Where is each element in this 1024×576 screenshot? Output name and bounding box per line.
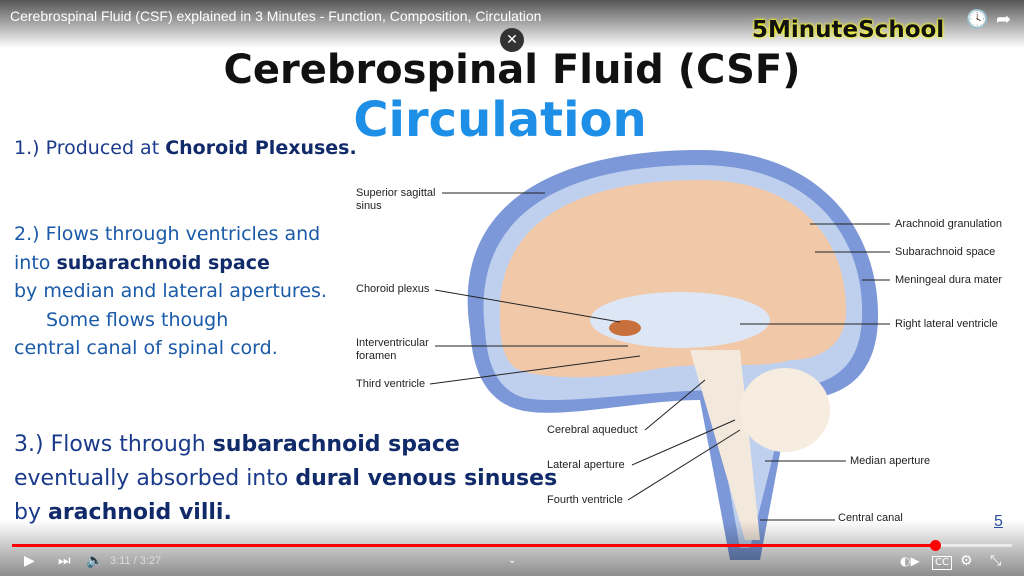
label-fourth-ventricle: Fourth ventricle: [547, 494, 623, 506]
exit-fullscreen-icon[interactable]: ⤡: [990, 553, 1002, 569]
progress-fill: [12, 544, 935, 547]
channel-logo: 5MinuteSchool: [752, 17, 945, 43]
label-arachnoid-granulation: Arachnoid granulation: [895, 218, 1003, 230]
controls-overlay: [0, 520, 1024, 576]
point-2: 2.) Flows through ventricles and into su…: [14, 223, 327, 359]
next-button[interactable]: ⏭: [58, 553, 71, 569]
point-1: 1.) Produced at Choroid Plexuses.: [14, 137, 357, 159]
corner-mark: 5: [994, 513, 1003, 530]
play-button[interactable]: ▶: [24, 553, 35, 569]
captions-button[interactable]: CC: [932, 556, 952, 570]
progress-bar[interactable]: [12, 544, 1012, 547]
slide-subtitle: Circulation: [353, 92, 647, 148]
video-title[interactable]: Cerebrospinal Fluid (CSF) explained in 3…: [10, 8, 542, 24]
label-choroid-plexus: Choroid plexus: [356, 283, 430, 295]
slide-title: Cerebrospinal Fluid (CSF): [223, 47, 801, 93]
label-subarachnoid-space: Subarachnoid space: [895, 246, 996, 258]
label-central-canal: Central canal: [838, 512, 903, 524]
time-display: 3:11 / 3:27: [110, 555, 162, 567]
chevron-down-icon[interactable]: ⌄: [508, 555, 517, 566]
autoplay-toggle[interactable]: ◐▶: [900, 554, 920, 568]
label-lateral-aperture: Lateral aperture: [547, 459, 625, 471]
label-meningeal-dura-mater: Meningeal dura mater: [895, 274, 1003, 286]
point-3: 3.) Flows through subarachnoid space eve…: [14, 432, 558, 525]
label-median-aperture: Median aperture: [850, 455, 931, 467]
volume-button[interactable]: 🔈: [86, 553, 104, 569]
scrubber-handle[interactable]: [930, 540, 941, 551]
watch-later-icon[interactable]: 🕓: [966, 9, 989, 30]
label-third-ventricle: Third ventricle: [356, 378, 426, 390]
share-icon[interactable]: ➦: [996, 9, 1012, 30]
settings-icon[interactable]: ⚙: [960, 553, 973, 569]
close-button[interactable]: ✕: [500, 28, 524, 52]
label-right-lateral-ventricle: Right lateral ventricle: [895, 318, 998, 330]
label-cerebral-aqueduct: Cerebral aqueduct: [547, 424, 638, 436]
